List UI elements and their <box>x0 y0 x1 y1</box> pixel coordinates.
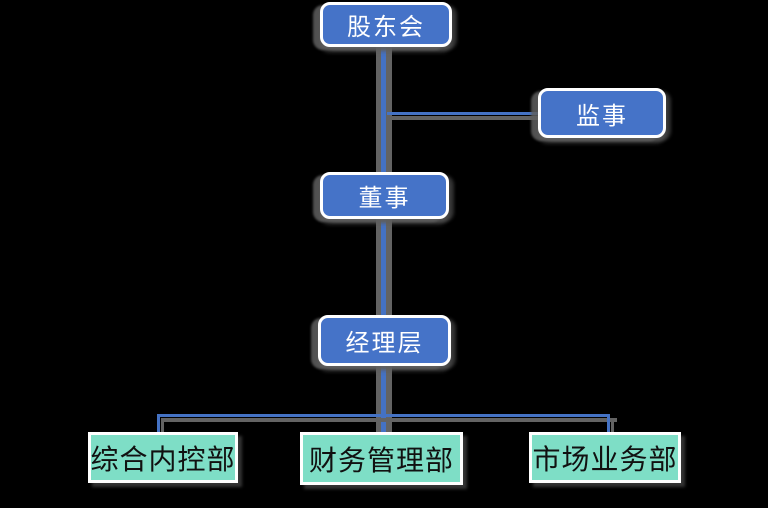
org-node-management-level: 经理层 <box>318 315 451 366</box>
connector-director-management <box>381 216 386 317</box>
org-node-shareholders-meeting: 股东会 <box>320 2 452 47</box>
connector-departments-bus <box>157 414 610 417</box>
connector-management-departments <box>381 363 386 434</box>
connector-drop-internal-control <box>157 414 160 434</box>
connector-supervisor-branch <box>387 112 540 115</box>
org-node-dept-market-business: 市场业务部 <box>529 432 681 483</box>
org-node-director: 董事 <box>320 172 449 219</box>
org-node-dept-internal-control: 综合内控部 <box>88 432 238 483</box>
connector-drop-market-shadow <box>611 418 614 434</box>
connector-departments-bus-shadow <box>163 418 617 422</box>
connector-supervisor-branch-shadow <box>392 116 544 120</box>
connector-shareholders-director <box>381 44 386 174</box>
connector-drop-market <box>607 414 610 434</box>
org-node-dept-finance-management: 财务管理部 <box>300 432 463 485</box>
connector-drop-internal-control-shadow <box>161 418 164 434</box>
org-node-supervisor: 监事 <box>538 88 666 138</box>
